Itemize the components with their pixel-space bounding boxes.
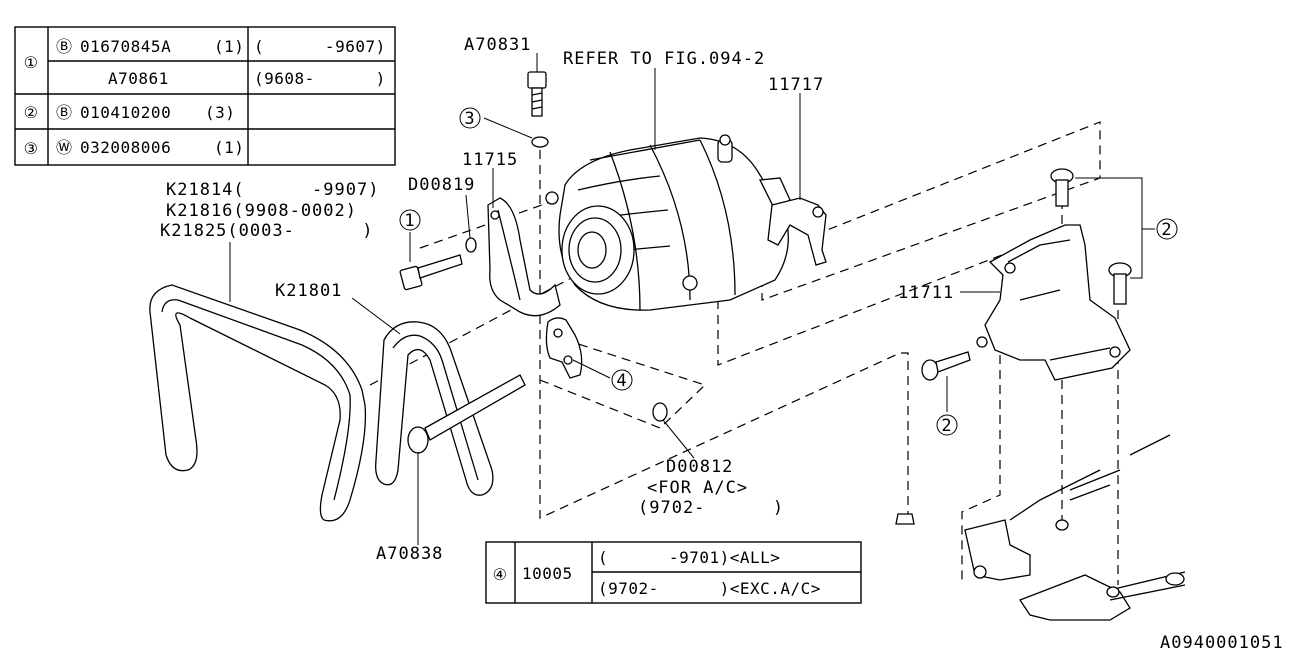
table-ref-3: ③ — [24, 139, 39, 158]
table-part-A70861: A70861 — [108, 69, 169, 88]
adjusting-plate-4 — [545, 317, 583, 379]
v-belt-small — [375, 321, 494, 496]
table-part-032008006: 032008006 — [80, 138, 171, 157]
bolt-A70831 — [527, 71, 547, 117]
label-K21825: K21825(0003- ) — [160, 221, 373, 241]
leader-lines — [229, 53, 1155, 545]
table-range-row2: (9608- ) — [254, 69, 386, 88]
callout-2-right: 2 — [1156, 218, 1178, 240]
svg-text:4: 4 — [616, 371, 627, 391]
table-letter-b-1: Ⓑ — [56, 37, 73, 56]
label-refer-fig: REFER TO FIG.094-2 — [563, 49, 765, 69]
table-range-row1: ( -9607) — [254, 37, 386, 56]
label-D00812: D00812 — [666, 457, 733, 477]
svg-text:2: 2 — [941, 416, 952, 436]
table-bottom-row1: ( -9701)<ALL> — [598, 548, 780, 567]
table-bottom-ref-4: ④ — [493, 565, 508, 584]
label-for-ac: <FOR A/C> — [647, 478, 748, 498]
callout-2-left: 2 — [936, 414, 958, 436]
label-D00812-range: (9702- ) — [638, 498, 784, 518]
bolt-1 — [399, 254, 463, 291]
nut-bottom — [895, 513, 915, 525]
table-bottom-part-10005: 10005 — [522, 564, 573, 583]
table-part-010410200: 010410200 — [80, 103, 171, 122]
drawing-code: A0940001051 — [1160, 633, 1284, 653]
bolt-2-top — [1050, 168, 1074, 207]
label-A70831: A70831 — [464, 35, 531, 55]
engine-block-fragment — [964, 434, 1186, 621]
label-K21801: K21801 — [275, 281, 342, 301]
washer-D00819 — [465, 237, 477, 253]
table-qty-row3: (3) — [205, 103, 235, 122]
table-bottom-row2: (9702- )<EXC.A/C> — [598, 579, 821, 598]
label-A70838: A70838 — [376, 544, 443, 564]
label-K21816: K21816(9908-0002) — [166, 201, 357, 221]
bracket-11711 — [976, 224, 1131, 381]
table-ref-1: ① — [24, 53, 39, 72]
label-D00819: D00819 — [408, 175, 475, 195]
callout-1: 1 — [399, 209, 421, 231]
callout-4: 4 — [611, 369, 633, 391]
washer-3 — [531, 136, 549, 148]
svg-text:3: 3 — [464, 109, 475, 129]
bolt-A70838 — [407, 374, 526, 454]
bolt-2-mid — [1108, 262, 1132, 305]
parts-table-top: ① Ⓑ 01670845A (1) ( -9607) A70861 (9608-… — [14, 26, 396, 166]
washer-D00812 — [652, 402, 668, 422]
alternator — [545, 134, 791, 311]
table-letter-w: Ⓦ — [56, 138, 73, 157]
v-belt-large — [149, 284, 367, 522]
label-11717: 11717 — [768, 75, 824, 95]
table-qty-row4: (1) — [214, 138, 244, 157]
callout-3: 3 — [459, 107, 481, 129]
table-ref-2: ② — [24, 103, 39, 122]
table-part-01670845A: 01670845A — [80, 37, 171, 56]
label-11711: 11711 — [898, 283, 954, 303]
bolt-2-left — [921, 351, 971, 381]
label-K21814: K21814( -9907) — [166, 180, 379, 200]
bracket-11717 — [767, 197, 827, 266]
svg-text:1: 1 — [404, 211, 415, 231]
table-letter-b-2: Ⓑ — [56, 103, 73, 122]
parts-table-bottom: ④ 10005 ( -9701)<ALL> (9702- )<EXC.A/C> — [485, 541, 862, 604]
bracket-11715 — [487, 197, 561, 317]
table-qty-row1: (1) — [214, 37, 244, 56]
svg-text:2: 2 — [1161, 220, 1172, 240]
label-11715: 11715 — [462, 150, 518, 170]
